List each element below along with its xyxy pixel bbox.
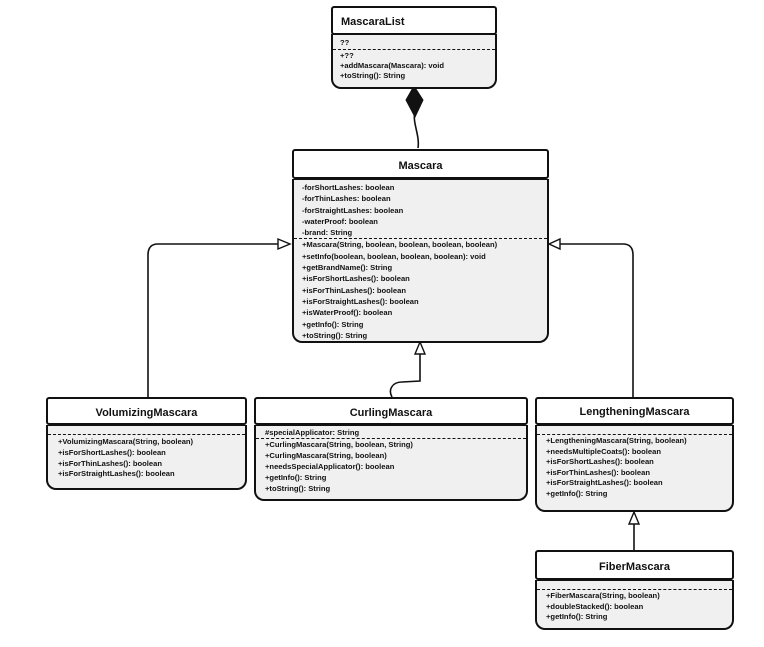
method: +getInfo(): String [546,612,608,622]
method: +isForThinLashes(): boolean [546,467,651,477]
class-header: CurlingMascara [254,397,528,425]
class-curling-mascara: CurlingMascara #specialApplicator: Strin… [254,397,528,501]
attribute: #specialApplicator: String [265,428,360,437]
method: +isForThinLashes(): boolean [58,458,163,468]
method: +isForShortLashes(): boolean [546,457,654,467]
class-body: #specialApplicator: String +CurlingMasca… [254,425,528,501]
method: +isForShortLashes(): boolean [58,447,166,457]
method: +?? [340,51,354,60]
methods-section: +Mascara(String, boolean, boolean, boole… [294,239,547,341]
class-name: FiberMascara [599,561,670,573]
class-body: +LengtheningMascara(String, boolean) +ne… [535,425,734,512]
class-volumizing-mascara: VolumizingMascara +VolumizingMascara(Str… [46,397,247,490]
section-divider [537,434,732,435]
method: +getBrandName(): String [302,263,393,273]
class-header: VolumizingMascara [46,397,247,425]
method: +getInfo(): String [546,488,608,498]
class-fiber-mascara: FiberMascara +FiberMascara(String, boole… [535,550,734,630]
method: +CurlingMascara(String, boolean) [265,451,387,460]
method: +needsSpecialApplicator(): boolean [265,462,395,471]
inheritance-line-curling [389,354,421,398]
inheritance-arrow-lengthening [547,237,561,251]
method: +CurlingMascara(String, boolean, String) [265,440,413,449]
class-name: Mascara [398,160,443,172]
section-divider [537,589,732,590]
methods-section: +?? +addMascara(Mascara): void +toString… [333,51,495,81]
class-header: Mascara [292,149,549,179]
method: +FiberMascara(String, boolean) [546,591,660,600]
attributes-section: -forShortLashes: boolean -forThinLashes:… [294,182,547,238]
class-header: FiberMascara [535,550,734,580]
attribute: -forThinLashes: boolean [302,194,391,204]
method: +isForStraightLashes(): boolean [302,296,419,306]
method: +isForThinLashes(): boolean [302,285,407,295]
composition-diamond [405,85,424,119]
class-body: +VolumizingMascara(String, boolean) +isF… [46,425,247,490]
method: +isWaterProof(): boolean [302,308,393,318]
section-divider [48,434,245,435]
class-header: LengtheningMascara [535,397,734,425]
method: +LengtheningMascara(String, boolean) [546,436,687,445]
class-body: -forShortLashes: boolean -forThinLashes:… [292,179,549,343]
method: +VolumizingMascara(String, boolean) [58,437,194,446]
class-name: VolumizingMascara [95,407,198,419]
method: +needsMultipleCoats(): boolean [546,446,661,456]
inheritance-line-lengthening [560,243,634,397]
methods-section: +VolumizingMascara(String, boolean) +isF… [48,437,245,480]
inheritance-line-volumizing [147,243,278,397]
attribute: -waterProof: boolean [302,216,378,226]
method: +getInfo(): String [265,473,327,482]
attribute: -brand: String [302,228,353,238]
class-name: MascaraList [341,16,405,28]
method: +isForShortLashes(): boolean [302,274,410,284]
method: +Mascara(String, boolean, boolean, boole… [302,240,498,250]
inheritance-arrow-curling [413,340,427,355]
attributes-section: #specialApplicator: String [256,427,526,438]
attribute: -forShortLashes: boolean [302,183,395,192]
attribute: ?? [340,38,350,47]
attributes-section: ?? [333,38,495,48]
section-divider [294,238,547,240]
method: +doubleStacked(): boolean [546,601,644,611]
method: +toString(): String [302,330,368,340]
class-name: LengtheningMascara [579,406,690,418]
section-divider [333,49,495,50]
section-divider [256,438,526,439]
class-mascara: Mascara -forShortLashes: boolean -forThi… [292,149,549,343]
class-mascara-list: MascaraList ?? +?? +addMascara(Mascara):… [331,6,497,89]
method: +setInfo(boolean, boolean, boolean, bool… [302,251,486,261]
method: +isForStraightLashes(): boolean [58,469,175,479]
method: +toString(): String [340,71,406,80]
method: +toString(): String [265,484,331,493]
class-body: ?? +?? +addMascara(Mascara): void +toStr… [331,34,497,89]
class-lengthening-mascara: LengtheningMascara +LengtheningMascara(S… [535,397,734,512]
class-header: MascaraList [331,6,497,35]
methods-section: +CurlingMascara(String, boolean, String)… [256,439,526,494]
methods-section: +LengtheningMascara(String, boolean) +ne… [537,436,732,500]
inheritance-arrow-fiber [627,510,641,525]
inheritance-arrow-volumizing [277,237,292,251]
method: +isForStraightLashes(): boolean [546,478,663,488]
method: +addMascara(Mascara): void [340,61,445,70]
methods-section: +FiberMascara(String, boolean) +doubleSt… [537,591,732,623]
class-name: CurlingMascara [349,407,433,419]
method: +getInfo(): String [302,319,364,329]
attribute: -forStraightLashes: boolean [302,205,404,215]
class-body: +FiberMascara(String, boolean) +doubleSt… [535,580,734,630]
